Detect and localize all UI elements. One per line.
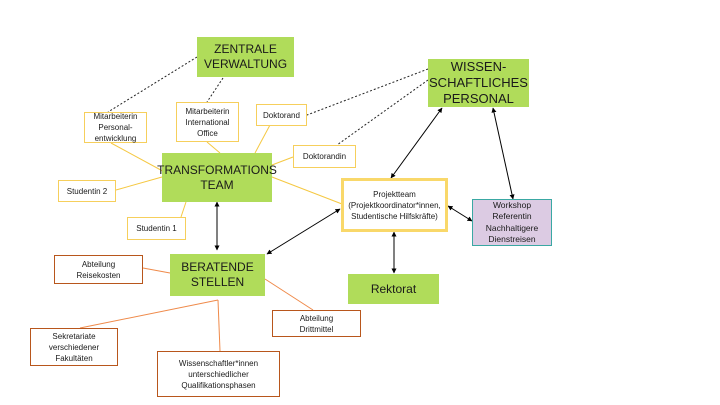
line-international-team bbox=[206, 141, 221, 154]
line-doktorand-team bbox=[254, 124, 271, 154]
node-workshop-referentin: Workshop Referentin Nachhaltigere Dienst… bbox=[472, 199, 552, 246]
node-studentin-2: Studentin 2 bbox=[58, 180, 116, 202]
node-zentrale-verwaltung: ZENTRALE VERWALTUNG bbox=[197, 37, 294, 77]
line-beratende-drittmittel bbox=[264, 278, 314, 311]
node-abteilung-reisekosten: Abteilung Reisekosten bbox=[54, 255, 143, 284]
arrow-personal-workshop bbox=[491, 107, 515, 200]
line-beratende-wissenschaftler bbox=[217, 299, 221, 352]
node-mitarbeiterin-international-office: Mitarbeiterin International Office bbox=[176, 102, 239, 142]
node-doktorand: Doktorand bbox=[256, 104, 307, 126]
arrow-projektteam-personal bbox=[390, 107, 443, 179]
node-doktorandin: Doktorandin bbox=[293, 145, 356, 168]
node-wissenschaftler-innen: Wissenschaftler*innen unterschiedlicher … bbox=[157, 351, 280, 397]
dashed-verwaltung-personal bbox=[107, 56, 198, 113]
node-mitarbeiterin-personalentwicklung: Mitarbeiterin Personal- entwicklung bbox=[84, 112, 147, 143]
node-abteilung-drittmittel: Abteilung Drittmittel bbox=[272, 310, 361, 337]
line-reisekosten-beratende bbox=[142, 267, 171, 274]
arrow-projektteam-workshop bbox=[447, 205, 473, 222]
line-personal-team bbox=[110, 142, 171, 176]
arrow-beratende-projektteam bbox=[266, 208, 341, 255]
line-studentin1-team bbox=[180, 201, 187, 218]
line-studentin2-team bbox=[115, 176, 163, 191]
node-studentin-1: Studentin 1 bbox=[127, 217, 186, 240]
line-beratende-sekretariate bbox=[79, 299, 219, 329]
node-transformations-team: TRANSFORMATIONS TEAM bbox=[157, 153, 277, 202]
line-doktorandin-team bbox=[271, 156, 294, 166]
dashed-verwaltung-international bbox=[206, 77, 224, 103]
node-projektteam: Projektteam (Projektkoordinator*innen, S… bbox=[341, 178, 448, 232]
dashed-personal-doktorandin bbox=[336, 79, 429, 146]
dashed-personal-doktorand bbox=[306, 68, 429, 116]
node-beratende-stellen: BERATENDE STELLEN bbox=[170, 254, 265, 296]
node-wissenschaftliches-personal: WISSEN- SCHAFTLICHES PERSONAL bbox=[428, 59, 529, 107]
line-team-projektteam bbox=[271, 176, 343, 205]
node-rektorat: Rektorat bbox=[348, 274, 439, 304]
node-sekretariate: Sekretariate verschiedener Fakultäten bbox=[30, 328, 118, 366]
